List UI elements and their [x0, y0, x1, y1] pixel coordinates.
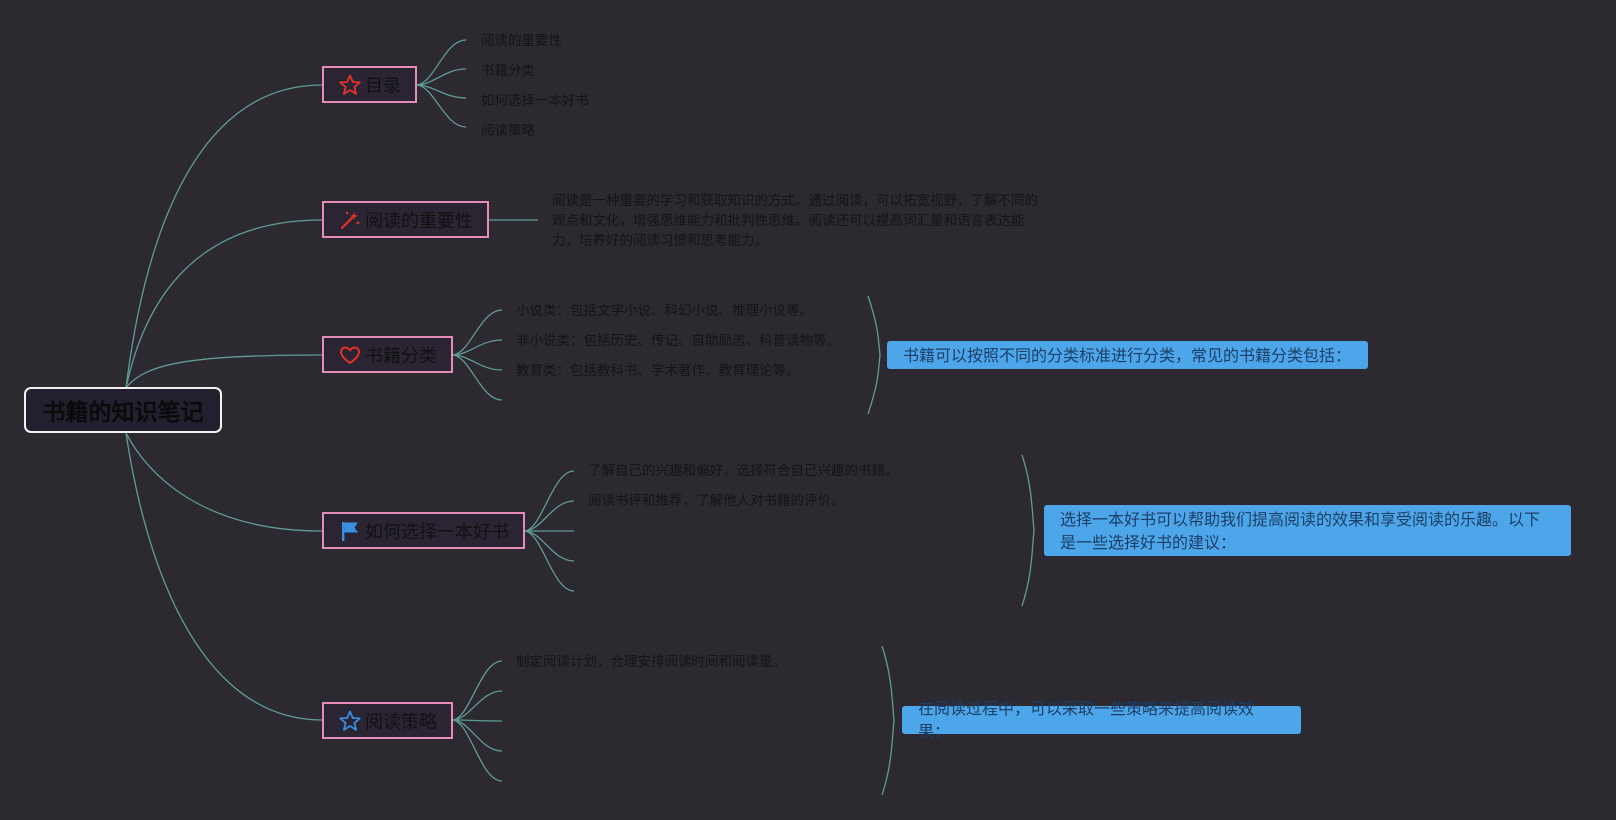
strategy-connector: [451, 660, 503, 721]
categories-connector: [451, 309, 503, 356]
strategy-item[interactable]: 制定阅读计划，合理安排阅读时间和阅读量。: [516, 654, 786, 670]
branch-choose-book-label: 如何选择一本好书: [365, 521, 509, 543]
branch-toc[interactable]: 目录: [322, 66, 417, 103]
choose-book-connector: [523, 500, 575, 532]
root-branch-connector: [125, 84, 323, 389]
heart-icon: [338, 343, 362, 367]
strategy-connector: [451, 719, 503, 752]
strategy-connector: [451, 690, 503, 721]
star-outline-icon: [338, 709, 362, 733]
star-icon: [338, 73, 362, 97]
strategy-summary[interactable]: 在阅读过程中，可以采取一些策略来提高阅读效果：: [902, 699, 1301, 741]
root-topic-label: 书籍的知识笔记: [42, 400, 204, 426]
root-topic[interactable]: 书籍的知识笔记: [24, 387, 222, 433]
strategy-connector: [451, 719, 503, 722]
root-branch-connector: [125, 354, 323, 389]
toc-connector: [415, 68, 467, 86]
branch-categories[interactable]: 书籍分类: [322, 336, 453, 373]
strategy-summary-text: 在阅读过程中，可以采取一些策略来提高阅读效果：: [918, 699, 1255, 741]
branch-strategy-label: 阅读策略: [365, 711, 437, 733]
branch-categories-label: 书籍分类: [365, 345, 437, 367]
toc-item[interactable]: 书籍分类: [481, 63, 535, 79]
branch-importance[interactable]: 阅读的重要性: [322, 201, 489, 238]
branch-toc-label: 目录: [365, 75, 401, 97]
toc-connector: [415, 39, 467, 86]
flag-icon: [338, 519, 362, 543]
branch-strategy[interactable]: 阅读策略: [322, 702, 453, 739]
category-item[interactable]: 非小说类：包括历史、传记、自助励志、科普读物等。: [516, 333, 840, 349]
categories-connector: [451, 339, 503, 356]
toc-item[interactable]: 阅读的重要性: [481, 33, 562, 49]
category-item[interactable]: 小说类：包括文学小说、科幻小说、推理小说等。: [516, 303, 813, 319]
choose-book-connector: [523, 530, 575, 592]
categories-summary-text: 书籍可以按照不同的分类标准进行分类，常见的书籍分类包括：: [903, 345, 1352, 365]
categories-summary-brace: [867, 295, 881, 415]
choose-book-connector: [523, 530, 575, 562]
importance-description[interactable]: 阅读是一种重要的学习和获取知识的方式。通过阅读，可以拓宽视野，了解不同的观点和文…: [552, 193, 1038, 249]
root-branch-connector: [125, 432, 323, 532]
magic-wand-icon: [338, 208, 362, 232]
strategy-connector: [451, 719, 503, 782]
choose-book-item[interactable]: 了解自己的兴趣和偏好，选择符合自己兴趣的书籍。: [588, 463, 899, 479]
choose-book-summary-brace: [1021, 454, 1035, 607]
choose-book-connector: [523, 470, 575, 532]
branch-choose-book[interactable]: 如何选择一本好书: [322, 512, 525, 549]
choose-book-item[interactable]: 阅读书评和推荐，了解他人对书籍的评价。: [588, 493, 845, 509]
branch-importance-label: 阅读的重要性: [365, 210, 473, 232]
strategy-summary-brace: [881, 645, 895, 796]
toc-item[interactable]: 阅读策略: [481, 123, 535, 139]
choose-book-summary[interactable]: 选择一本好书可以帮助我们提高阅读的效果和享受阅读的乐趣。以下是一些选择好书的建议…: [1044, 505, 1571, 556]
toc-connector: [415, 84, 467, 128]
categories-connector: [451, 354, 503, 401]
toc-item[interactable]: 如何选择一本好书: [481, 93, 589, 109]
categories-summary[interactable]: 书籍可以按照不同的分类标准进行分类，常见的书籍分类包括：: [887, 341, 1368, 369]
root-branch-connector: [125, 219, 323, 389]
root-branch-connector: [125, 432, 323, 721]
category-item[interactable]: 教育类：包括教科书、学术著作、教育理论等。: [516, 363, 800, 379]
choose-book-summary-text: 选择一本好书可以帮助我们提高阅读的效果和享受阅读的乐趣。以下是一些选择好书的建议…: [1060, 509, 1541, 552]
